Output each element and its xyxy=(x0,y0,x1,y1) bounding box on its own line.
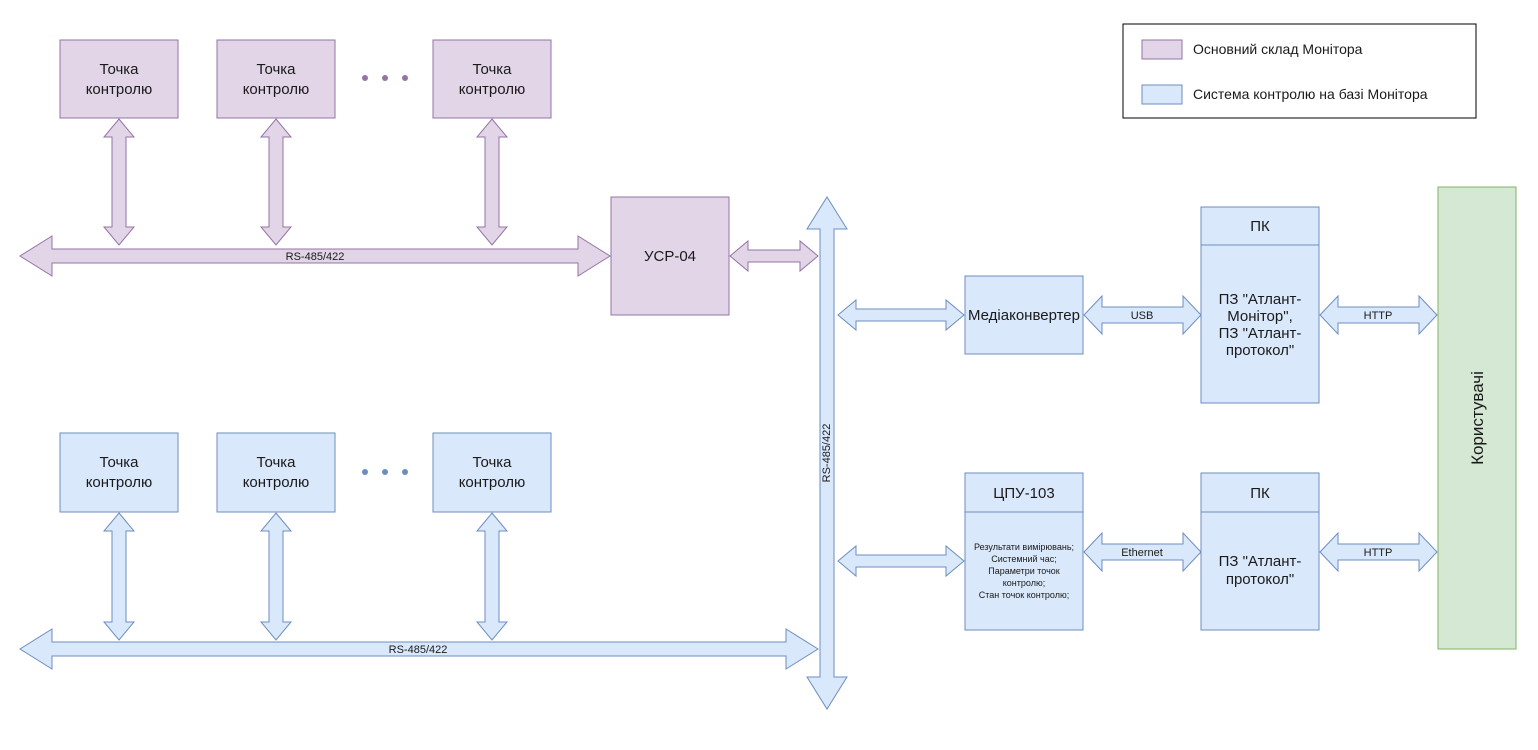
bottom-point-3-line2: контролю xyxy=(459,474,526,491)
usr-04-label: УСР-04 xyxy=(644,248,696,265)
media-converter-label: Медіаконвертер xyxy=(968,307,1080,324)
bottom-point-2: Точка контролю xyxy=(216,432,336,513)
usr-04-box: УСР-04 xyxy=(610,196,730,316)
top-point-2-line2: контролю xyxy=(243,81,310,98)
pc-top-line-4: протокол" xyxy=(1226,342,1294,359)
usr-to-bus-arrow xyxy=(729,239,819,273)
bottom-bus-arrow xyxy=(19,628,819,670)
top-bus-arrow xyxy=(19,235,611,277)
pc-bottom-box: ПК ПЗ "Атлант- протокол" xyxy=(1200,472,1320,631)
pc-top-line-3: ПЗ "Атлант- xyxy=(1219,325,1302,342)
cpu-line-5: Стан точок контролю; xyxy=(979,590,1069,600)
pc-top-line-1: ПЗ "Атлант- xyxy=(1219,291,1302,308)
cpu-line-2: Системний час; xyxy=(991,554,1056,564)
top-point-1: Точка контролю xyxy=(59,39,179,119)
legend-label-monitor: Основний склад Монітора xyxy=(1193,41,1363,57)
top-point-3: Точка контролю xyxy=(432,39,552,119)
ethernet-label: Ethernet xyxy=(1121,547,1163,559)
bottom-ellipsis xyxy=(362,469,408,475)
pc-bottom-line-2: протокол" xyxy=(1226,571,1294,588)
legend-label-control: Система контролю на базі Монітора xyxy=(1193,86,1428,102)
legend-swatch-control xyxy=(1141,84,1183,105)
bottom-point-1-arrow xyxy=(102,512,136,641)
cpu-103-box: ЦПУ-103 Результати вимірювань; Системний… xyxy=(964,472,1084,631)
cpu-line-1: Результати вимірювань; xyxy=(974,542,1074,552)
media-converter-box: Медіаконвертер xyxy=(964,275,1084,355)
pc-top-title: ПК xyxy=(1250,218,1270,235)
top-point-3-arrow xyxy=(475,118,509,246)
bottom-point-3: Точка контролю xyxy=(432,432,552,513)
bus-to-cpu-arrow xyxy=(837,544,965,578)
top-point-1-line1: Точка xyxy=(99,61,139,78)
bottom-point-1-line1: Точка xyxy=(99,454,139,471)
http-bottom-label: HTTP xyxy=(1364,547,1393,559)
bottom-point-2-line2: контролю xyxy=(243,474,310,491)
top-point-1-line2: контролю xyxy=(86,81,153,98)
http-top-label: HTTP xyxy=(1364,310,1393,322)
bottom-point-2-line1: Точка xyxy=(256,454,296,471)
pc-top-line-2: Монітор", xyxy=(1227,308,1293,325)
bottom-point-1-line2: контролю xyxy=(86,474,153,491)
vertical-bus-arrow xyxy=(806,196,848,710)
vertical-bus-label: RS-485/422 xyxy=(821,424,833,483)
cpu-line-4: контролю; xyxy=(1003,578,1045,588)
bus-to-media-arrow xyxy=(837,298,965,332)
top-ellipsis xyxy=(362,75,408,81)
pc-top-box: ПК ПЗ "Атлант- Монітор", ПЗ "Атлант- про… xyxy=(1200,206,1320,404)
legend-swatch-monitor xyxy=(1141,39,1183,60)
top-point-3-line1: Точка xyxy=(472,61,512,78)
pc-bottom-line-1: ПЗ "Атлант- xyxy=(1219,553,1302,570)
bottom-point-2-arrow xyxy=(259,512,293,641)
pc-bottom-title: ПК xyxy=(1250,485,1270,502)
http-bottom-arrow xyxy=(1319,531,1438,573)
top-point-2-line1: Точка xyxy=(256,61,296,78)
top-point-1-arrow xyxy=(102,118,136,246)
bottom-point-3-line1: Точка xyxy=(472,454,512,471)
bottom-bus-label: RS-485/422 xyxy=(389,644,448,656)
users-label: Користувачі xyxy=(1468,371,1487,465)
cpu-line-3: Параметри точок xyxy=(988,566,1060,576)
top-point-2-arrow xyxy=(259,118,293,246)
usb-label: USB xyxy=(1131,310,1154,322)
http-top-arrow xyxy=(1319,294,1438,336)
bottom-point-3-arrow xyxy=(475,512,509,641)
top-point-3-line2: контролю xyxy=(459,81,526,98)
bottom-point-1: Точка контролю xyxy=(59,432,179,513)
users-box: Користувачі xyxy=(1437,186,1517,650)
cpu-103-title: ЦПУ-103 xyxy=(993,485,1054,502)
top-bus-label: RS-485/422 xyxy=(286,251,345,263)
top-point-2: Точка контролю xyxy=(216,39,336,119)
